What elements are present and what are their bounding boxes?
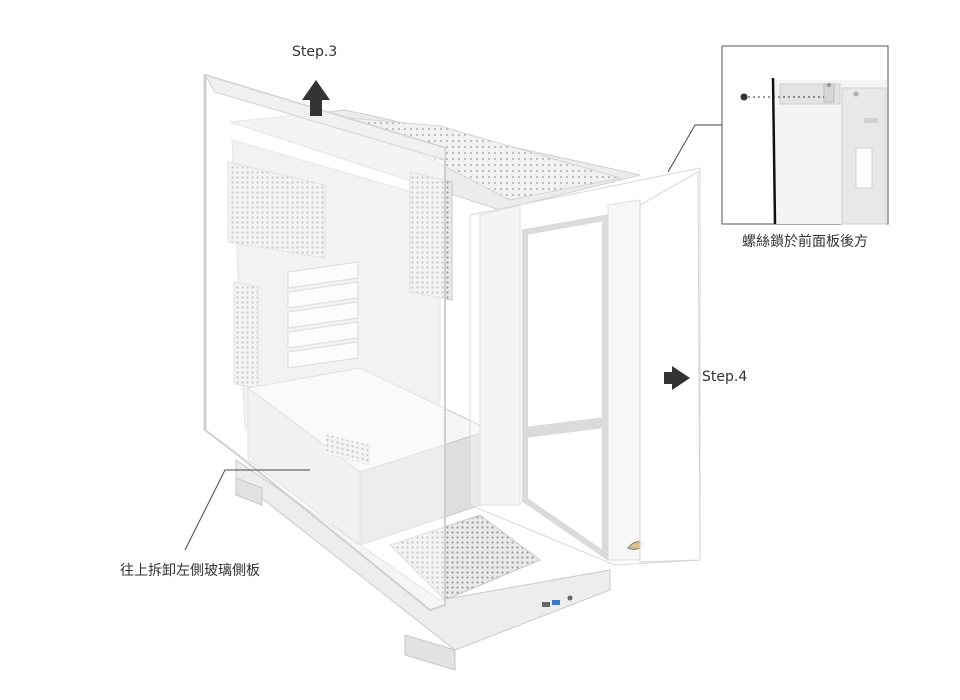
pcie-slots <box>287 261 359 369</box>
screw-caption: 螺絲鎖於前面板後方 <box>742 234 868 250</box>
front-panel-frame <box>639 171 701 563</box>
top-vent <box>349 117 621 201</box>
rear-mesh <box>227 161 326 259</box>
fan-frame-lower <box>522 421 608 561</box>
io-ports <box>542 595 573 607</box>
step-3-label: Step.3 <box>292 44 338 60</box>
psu-vent <box>326 434 370 466</box>
bottom-mesh <box>389 514 541 601</box>
base-foot-right <box>404 634 456 671</box>
side-frame <box>479 204 521 506</box>
left-glass-panel <box>203 73 446 612</box>
step-4-label: Step.4 <box>702 369 748 385</box>
side-panel-leader-line <box>184 469 310 551</box>
tray-mesh <box>409 171 453 301</box>
screw-detail-inset <box>721 45 889 225</box>
base-foot-left <box>235 477 263 506</box>
side-panel-caption: 往上拆卸左側玻璃側板 <box>120 563 260 579</box>
case-body <box>227 109 645 671</box>
screw-icon <box>740 93 748 101</box>
fan-frame-upper <box>522 214 608 434</box>
screw-leader-line <box>667 124 722 173</box>
arrow-up-icon <box>302 80 330 116</box>
arrow-right-icon <box>664 366 690 390</box>
